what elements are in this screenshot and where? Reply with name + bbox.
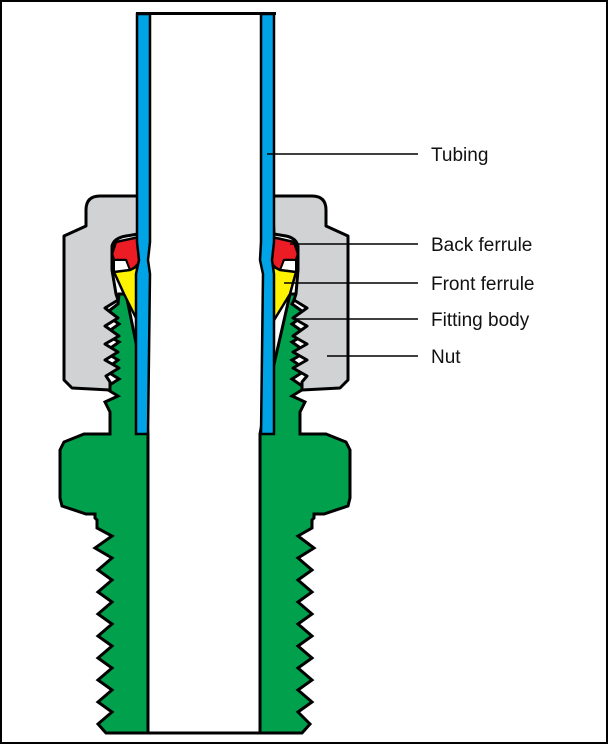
label-front-ferrule: Front ferrule xyxy=(431,274,534,295)
tubing-wall-right xyxy=(258,12,276,436)
nut-left xyxy=(62,194,140,392)
nut xyxy=(62,194,350,392)
leader-lines xyxy=(267,153,418,357)
tubing-top-edge xyxy=(136,12,276,15)
label-back-ferrule: Back ferrule xyxy=(431,235,532,256)
labels: Tubing Back ferrule Front ferrule Fittin… xyxy=(431,145,534,368)
label-tubing: Tubing xyxy=(431,145,488,166)
label-fitting-body: Fitting body xyxy=(431,310,530,331)
tubing xyxy=(134,12,276,436)
label-nut: Nut xyxy=(431,347,461,368)
fitting-body-left xyxy=(58,292,150,735)
tubing-wall-left xyxy=(134,12,152,436)
